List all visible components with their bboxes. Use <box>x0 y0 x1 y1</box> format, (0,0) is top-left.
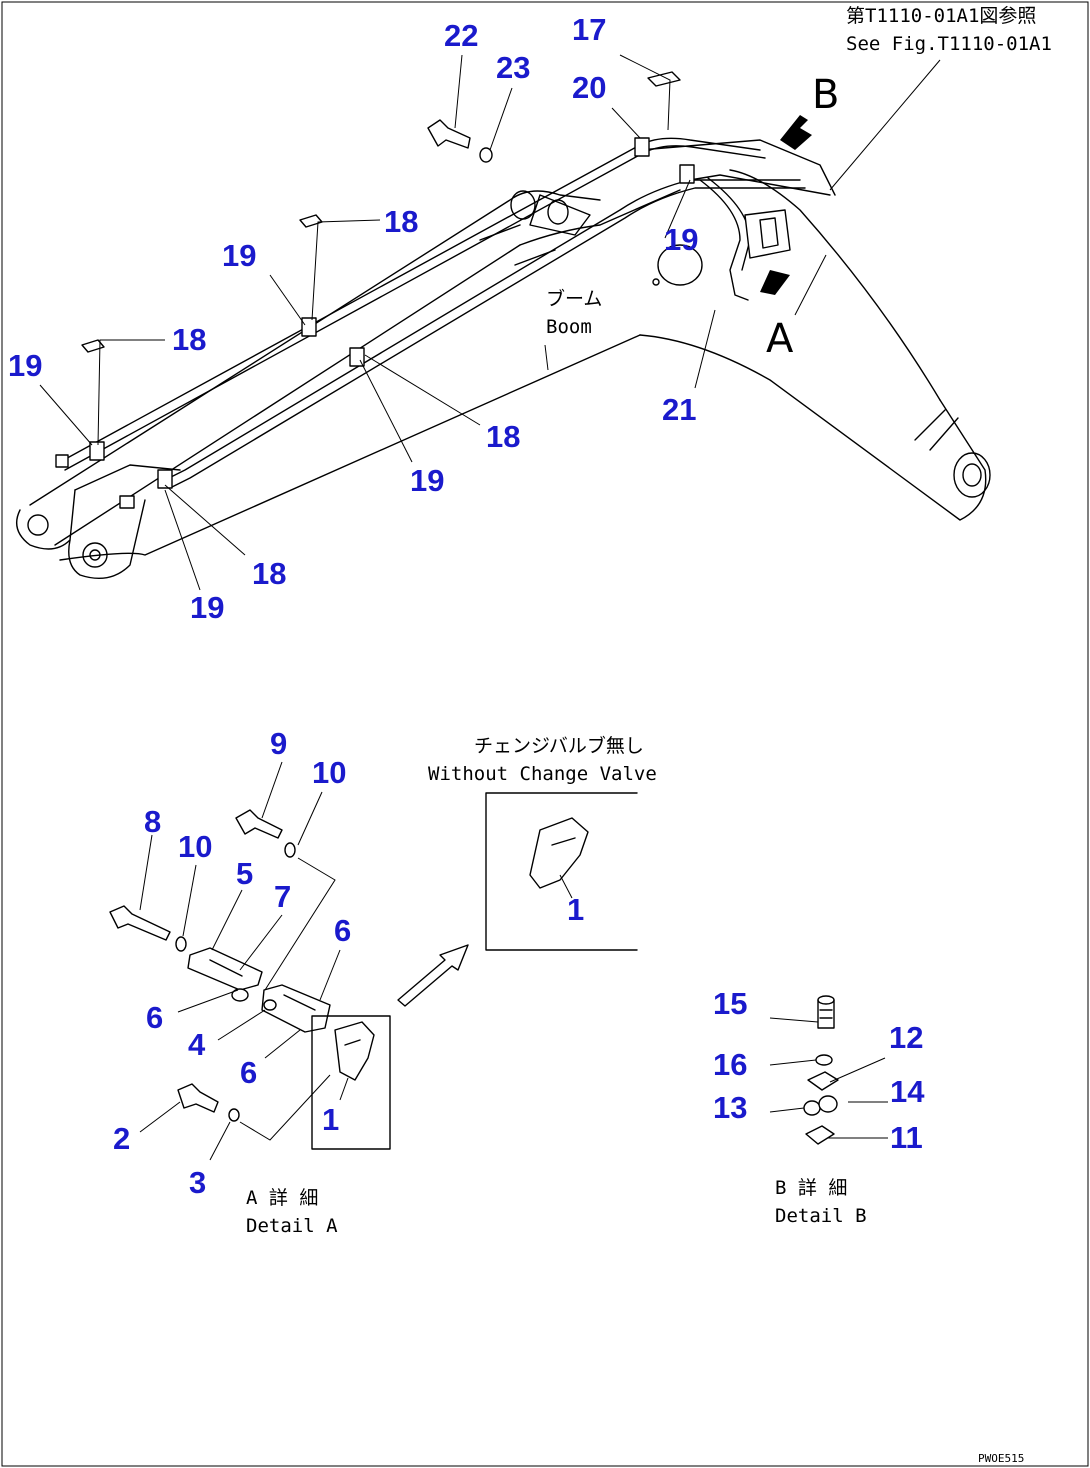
callout-20: 20 <box>572 70 606 105</box>
view-b-arrow <box>760 115 812 295</box>
callout-6: 6 <box>146 1000 163 1035</box>
callout-11: 11 <box>890 1120 923 1155</box>
view-a-label: A <box>766 316 794 362</box>
detail-a-en: Detail A <box>246 1215 338 1237</box>
detail-b-en: Detail B <box>775 1205 867 1227</box>
boom-outline <box>16 169 991 579</box>
callout-13: 13 <box>713 1090 747 1125</box>
without-change-valve-jp: チェンジバルブ無し <box>474 734 644 757</box>
callout-9: 9 <box>270 726 287 761</box>
callout-18: 18 <box>384 204 418 239</box>
callout-7: 7 <box>274 879 291 914</box>
callout-17: 17 <box>572 12 606 47</box>
detail-a-jp: A 詳 細 <box>246 1187 318 1209</box>
callout-10: 10 <box>312 755 346 790</box>
callout-19: 19 <box>222 238 256 273</box>
callout-16: 16 <box>713 1047 747 1082</box>
boom-piping <box>55 137 836 509</box>
without-change-valve-en: Without Change Valve <box>428 763 657 785</box>
callout-23: 23 <box>496 50 530 85</box>
detail-a-parts <box>109 792 638 1150</box>
detail-b-parts <box>803 995 839 1145</box>
callout-19: 19 <box>190 590 224 625</box>
detail-b-leader-lines <box>769 1017 888 1139</box>
header-note-jp: 第T1110-01A1図参照 <box>846 5 1036 27</box>
view-b-label: B <box>812 72 839 118</box>
callout-22: 22 <box>444 18 478 53</box>
callout-8: 8 <box>144 804 161 839</box>
callout-19: 19 <box>8 348 42 383</box>
callout-6: 6 <box>334 913 351 948</box>
callout-19: 19 <box>410 463 444 498</box>
detail-b-jp: B 詳 細 <box>775 1177 847 1199</box>
callout-4: 4 <box>188 1027 206 1062</box>
callout-6: 6 <box>240 1055 257 1090</box>
callout-1: 1 <box>322 1102 339 1137</box>
boom-label-jp: ブーム <box>546 287 602 310</box>
callout-1: 1 <box>567 892 584 927</box>
callout-10: 10 <box>178 829 212 864</box>
callout-18: 18 <box>486 419 520 454</box>
callout-12: 12 <box>889 1020 923 1055</box>
callout-3: 3 <box>189 1165 206 1200</box>
callout-21: 21 <box>662 392 696 427</box>
boom-leader-lines <box>39 54 941 591</box>
boom-label-en: Boom <box>546 316 592 338</box>
callout-15: 15 <box>713 986 747 1021</box>
callout-19: 19 <box>664 222 698 257</box>
callout-2: 2 <box>113 1121 130 1156</box>
boom-small-parts <box>81 71 681 353</box>
detail-a-leader-lines <box>139 761 573 1161</box>
part-callouts: 22 23 17 20 18 19 18 19 19 18 19 18 19 2… <box>8 12 925 1200</box>
drawing-reference: PWOE515 <box>978 1452 1024 1465</box>
callout-5: 5 <box>236 856 253 891</box>
callout-18: 18 <box>252 556 286 591</box>
header-note-en: See Fig.T1110-01A1 <box>846 33 1052 55</box>
callout-18: 18 <box>172 322 206 357</box>
callout-14: 14 <box>890 1074 925 1109</box>
